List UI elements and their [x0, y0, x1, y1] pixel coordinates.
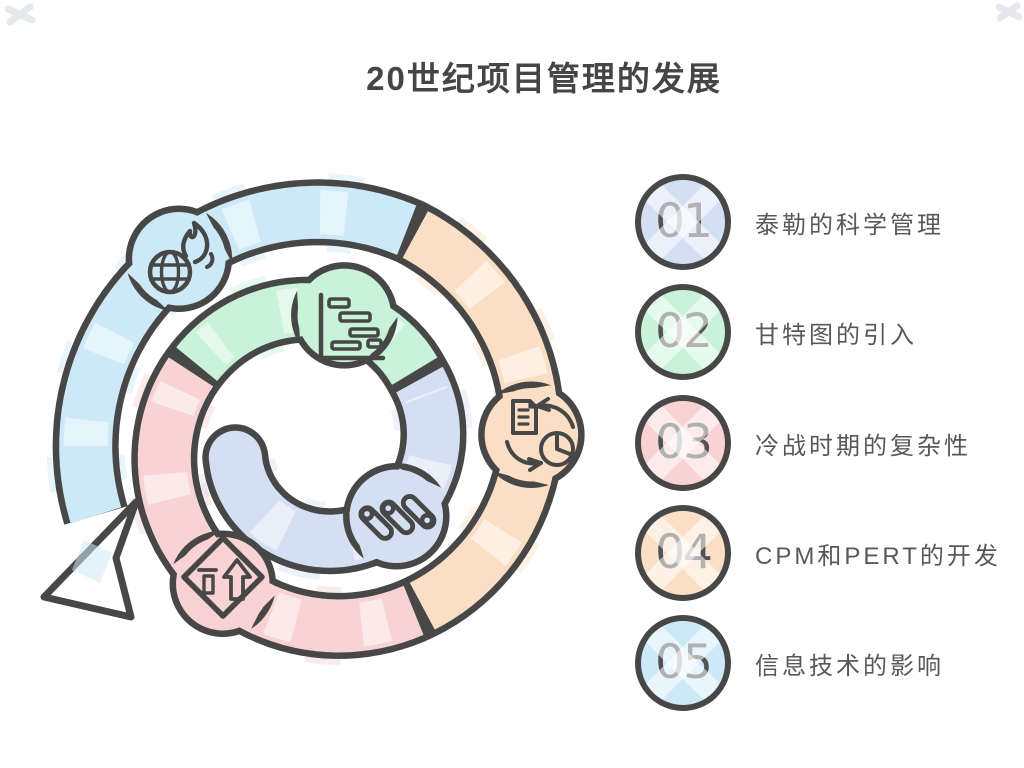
- page-title: 20世纪项目管理的发展: [366, 60, 722, 97]
- step-label: 甘特图的引入: [755, 321, 917, 349]
- step-label: 冷战时期的复杂性: [755, 432, 971, 460]
- corner-doodles: [4, 2, 1023, 26]
- step-number-badge: 04: [635, 505, 731, 601]
- step-label: 信息技术的影响: [755, 652, 944, 680]
- step-label: CPM和PERT的开发: [755, 542, 1001, 570]
- step-label: 泰勒的科学管理: [755, 211, 944, 239]
- step-item-5: 05 信息技术的影响: [635, 609, 944, 717]
- road-sign-growth-icon: [181, 535, 265, 619]
- sliders-icon: [358, 494, 437, 541]
- spiral-bands: [40, 173, 585, 665]
- globe-flame-icon: [147, 220, 215, 295]
- step-item-2: 02 甘特图的引入: [635, 278, 917, 386]
- document-chart-cycle-icon: [505, 397, 575, 472]
- gantt-chart-icon: [318, 292, 386, 361]
- step-number-badge: 05: [635, 615, 731, 711]
- step-number-badge: 01: [635, 174, 731, 270]
- step-item-3: 03 冷战时期的复杂性: [635, 389, 971, 497]
- step-item-1: 01 泰勒的科学管理: [635, 168, 944, 276]
- step-number-badge: 02: [635, 284, 731, 380]
- step-item-4: 04 CPM和PERT的开发: [635, 499, 1001, 607]
- step-number-badge: 03: [635, 395, 731, 491]
